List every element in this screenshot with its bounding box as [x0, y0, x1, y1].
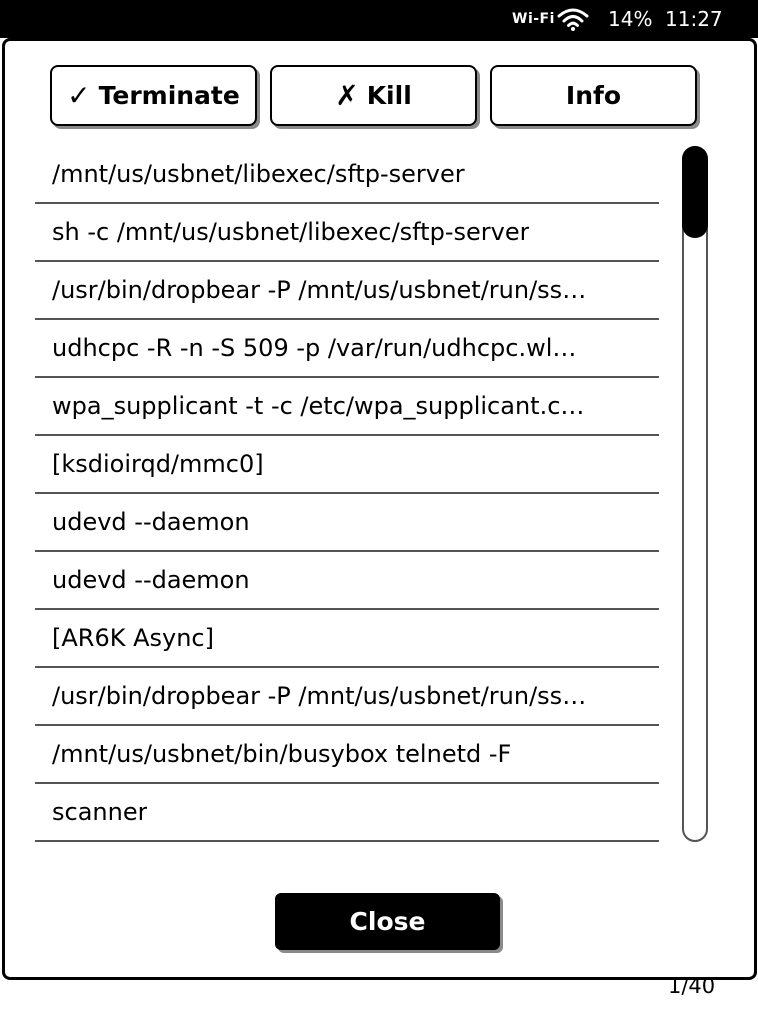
cross-icon: ✗	[335, 79, 359, 112]
process-name: scanner	[52, 798, 148, 826]
page-indicator: 1/40	[668, 974, 716, 998]
info-label: Info	[565, 81, 622, 110]
list-item[interactable]: udevd --daemon	[35, 552, 659, 610]
process-name: /usr/bin/dropbear -P /mnt/us/usbnet/run/…	[52, 682, 587, 710]
process-name: /mnt/us/usbnet/bin/busybox telnetd -F	[52, 740, 512, 768]
process-name: udevd --daemon	[52, 508, 250, 536]
kill-label: Kill	[366, 81, 412, 110]
status-bar: Wi-Fi 14% 11:27	[0, 0, 758, 38]
process-name: /mnt/us/usbnet/libexec/sftp-server	[52, 160, 465, 188]
list-item[interactable]: /mnt/us/usbnet/bin/busybox telnetd -F	[35, 726, 659, 784]
list-item[interactable]: /usr/bin/dropbear -P /mnt/us/usbnet/run/…	[35, 668, 659, 726]
terminate-label: Terminate	[98, 81, 240, 110]
scrollbar[interactable]	[682, 146, 708, 842]
checkmark-icon: ✓	[67, 79, 91, 112]
scrollbar-thumb[interactable]	[682, 146, 708, 238]
list-item[interactable]: scanner	[35, 784, 659, 842]
list-item[interactable]: udhcpc -R -n -S 509 -p /var/run/udhcpc.w…	[35, 320, 659, 378]
process-list: /mnt/us/usbnet/libexec/sftp-server sh -c…	[35, 146, 659, 842]
list-item[interactable]: [ksdioirqd/mmc0]	[35, 436, 659, 494]
list-item[interactable]: [AR6K Async]	[35, 610, 659, 668]
kill-button[interactable]: ✗ Kill	[270, 65, 477, 126]
process-name: wpa_supplicant -t -c /etc/wpa_supplicant…	[52, 392, 585, 420]
terminate-button[interactable]: ✓ Terminate	[50, 65, 257, 126]
process-name: [AR6K Async]	[52, 624, 214, 652]
battery-level: 14%	[608, 7, 653, 31]
list-item[interactable]: wpa_supplicant -t -c /etc/wpa_supplicant…	[35, 378, 659, 436]
process-name: udhcpc -R -n -S 509 -p /var/run/udhcpc.w…	[52, 334, 577, 362]
list-item[interactable]: sh -c /mnt/us/usbnet/libexec/sftp-server	[35, 204, 659, 262]
close-button[interactable]: Close	[275, 893, 500, 950]
close-label: Close	[349, 907, 426, 936]
clock: 11:27	[665, 7, 723, 31]
process-dialog: ✓ Terminate ✗ Kill Info /mnt/us/usbnet/l…	[2, 38, 757, 980]
list-item[interactable]: /usr/bin/dropbear -P /mnt/us/usbnet/run/…	[35, 262, 659, 320]
process-name: sh -c /mnt/us/usbnet/libexec/sftp-server	[52, 218, 530, 246]
list-item[interactable]: udevd --daemon	[35, 494, 659, 552]
list-item[interactable]: /mnt/us/usbnet/libexec/sftp-server	[35, 146, 659, 204]
info-button[interactable]: Info	[490, 65, 697, 126]
process-name: udevd --daemon	[52, 566, 250, 594]
process-name: [ksdioirqd/mmc0]	[52, 450, 264, 478]
process-name: /usr/bin/dropbear -P /mnt/us/usbnet/run/…	[52, 276, 587, 304]
wifi-icon	[557, 8, 589, 31]
wifi-label: Wi-Fi	[512, 11, 555, 27]
